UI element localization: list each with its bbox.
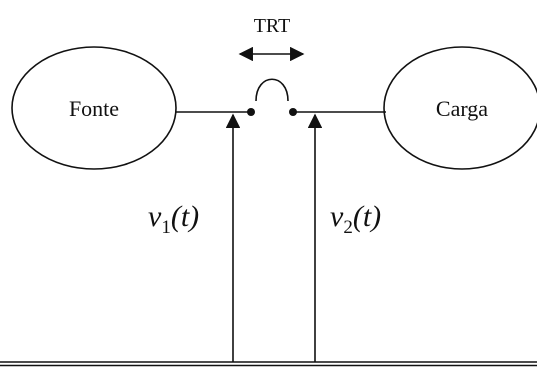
voltage-1-symbol: v	[148, 200, 162, 233]
voltage-1-subscript: 1	[161, 217, 171, 238]
voltage-1-label: v1(t)	[148, 200, 199, 238]
load-label: Carga	[436, 96, 488, 121]
voltage-2-label: v2(t)	[330, 200, 381, 238]
voltage-2-subscript: 2	[343, 217, 353, 238]
source-ellipse	[11, 46, 177, 170]
voltage-2-argument: (t)	[353, 200, 381, 233]
load-ellipse	[383, 46, 537, 170]
switch-label: TRT	[254, 15, 291, 37]
voltage-2-symbol: v	[330, 200, 344, 233]
switch-terminal-left	[247, 108, 255, 116]
switch-contact-arc	[255, 78, 289, 102]
source-label: Fonte	[69, 96, 119, 121]
switch-terminal-right	[289, 108, 297, 116]
voltage-1-argument: (t)	[171, 200, 199, 233]
